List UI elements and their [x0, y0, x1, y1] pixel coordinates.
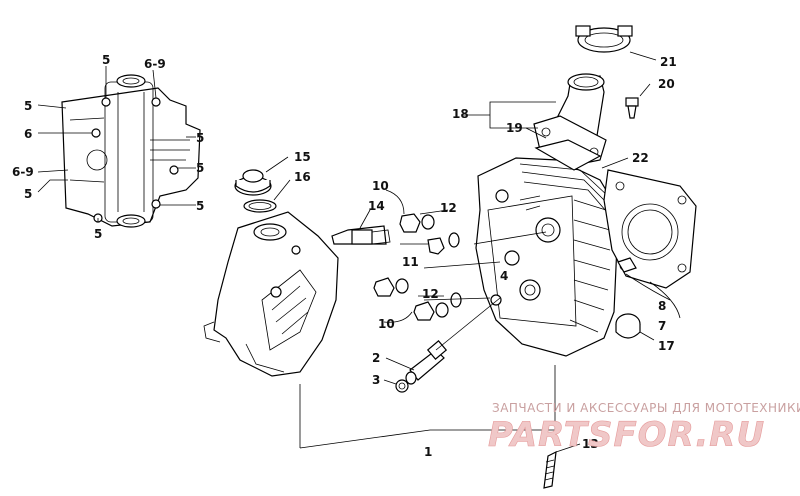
callout-4: 4 — [500, 269, 508, 283]
o-ring — [243, 179, 291, 213]
callout-15: 15 — [294, 150, 311, 164]
callout-6-9: 6-9 — [12, 165, 34, 179]
bolt — [625, 83, 651, 119]
watermark: ЗАПЧАСТИ И АКСЕССУАРЫ ДЛЯ МОТОТЕХНИКИ PA… — [488, 401, 800, 455]
callout-14: 14 — [368, 199, 385, 213]
callout-19: 19 — [506, 121, 523, 135]
watermark-brand: PARTSFOR.RU — [488, 415, 765, 455]
callout-6-9: 6-9 — [144, 57, 166, 71]
oil-filler-cap — [234, 156, 289, 196]
callout-labels: 1 2 3 4 5 5 5 5 5 5 5 6 6-9 6-9 7 8 10 1… — [12, 53, 677, 459]
callout-12: 12 — [422, 287, 439, 301]
cylinder-head — [423, 157, 619, 430]
stud-bolt — [543, 443, 581, 489]
callout-16: 16 — [294, 170, 311, 184]
callout-2: 2 — [372, 351, 380, 365]
callout-5: 5 — [94, 227, 102, 241]
callout-5: 5 — [196, 199, 204, 213]
acorn-nuts-washers — [373, 189, 462, 323]
callout-5: 5 — [102, 53, 110, 67]
head-top-leaders — [37, 66, 196, 222]
callout-22: 22 — [632, 151, 649, 165]
callout-5: 5 — [196, 161, 204, 175]
callout-17: 17 — [658, 339, 675, 353]
watermark-caption: ЗАПЧАСТИ И АКСЕССУАРЫ ДЛЯ МОТОТЕХНИКИ — [492, 401, 800, 415]
callout-11: 11 — [402, 255, 419, 269]
callout-10: 10 — [372, 179, 389, 193]
callout-13: 13 — [582, 437, 599, 451]
callout-18: 18 — [452, 107, 469, 121]
callout-5: 5 — [24, 99, 32, 113]
callout-3: 3 — [372, 373, 380, 387]
assembly-bracket — [299, 429, 555, 449]
hose-clamp — [575, 25, 657, 61]
head-top-view — [61, 74, 201, 228]
callout-5: 5 — [24, 187, 32, 201]
sealing-washer — [383, 379, 409, 393]
callout-12: 12 — [440, 201, 457, 215]
callout-1: 1 — [424, 445, 432, 459]
head-cover — [203, 211, 339, 448]
spark-plug — [331, 209, 391, 245]
callout-20: 20 — [658, 77, 675, 91]
intake-manifold — [462, 73, 607, 171]
dowel-pin — [617, 257, 637, 273]
callout-7: 7 — [658, 319, 666, 333]
head-gasket — [601, 157, 697, 319]
callout-8: 8 — [658, 299, 666, 313]
callout-5: 5 — [196, 131, 204, 145]
plug-17 — [615, 313, 655, 341]
callout-21: 21 — [660, 55, 677, 69]
callout-6: 6 — [24, 127, 32, 141]
tensioner-bolt — [385, 297, 501, 385]
callout-10: 10 — [378, 317, 395, 331]
